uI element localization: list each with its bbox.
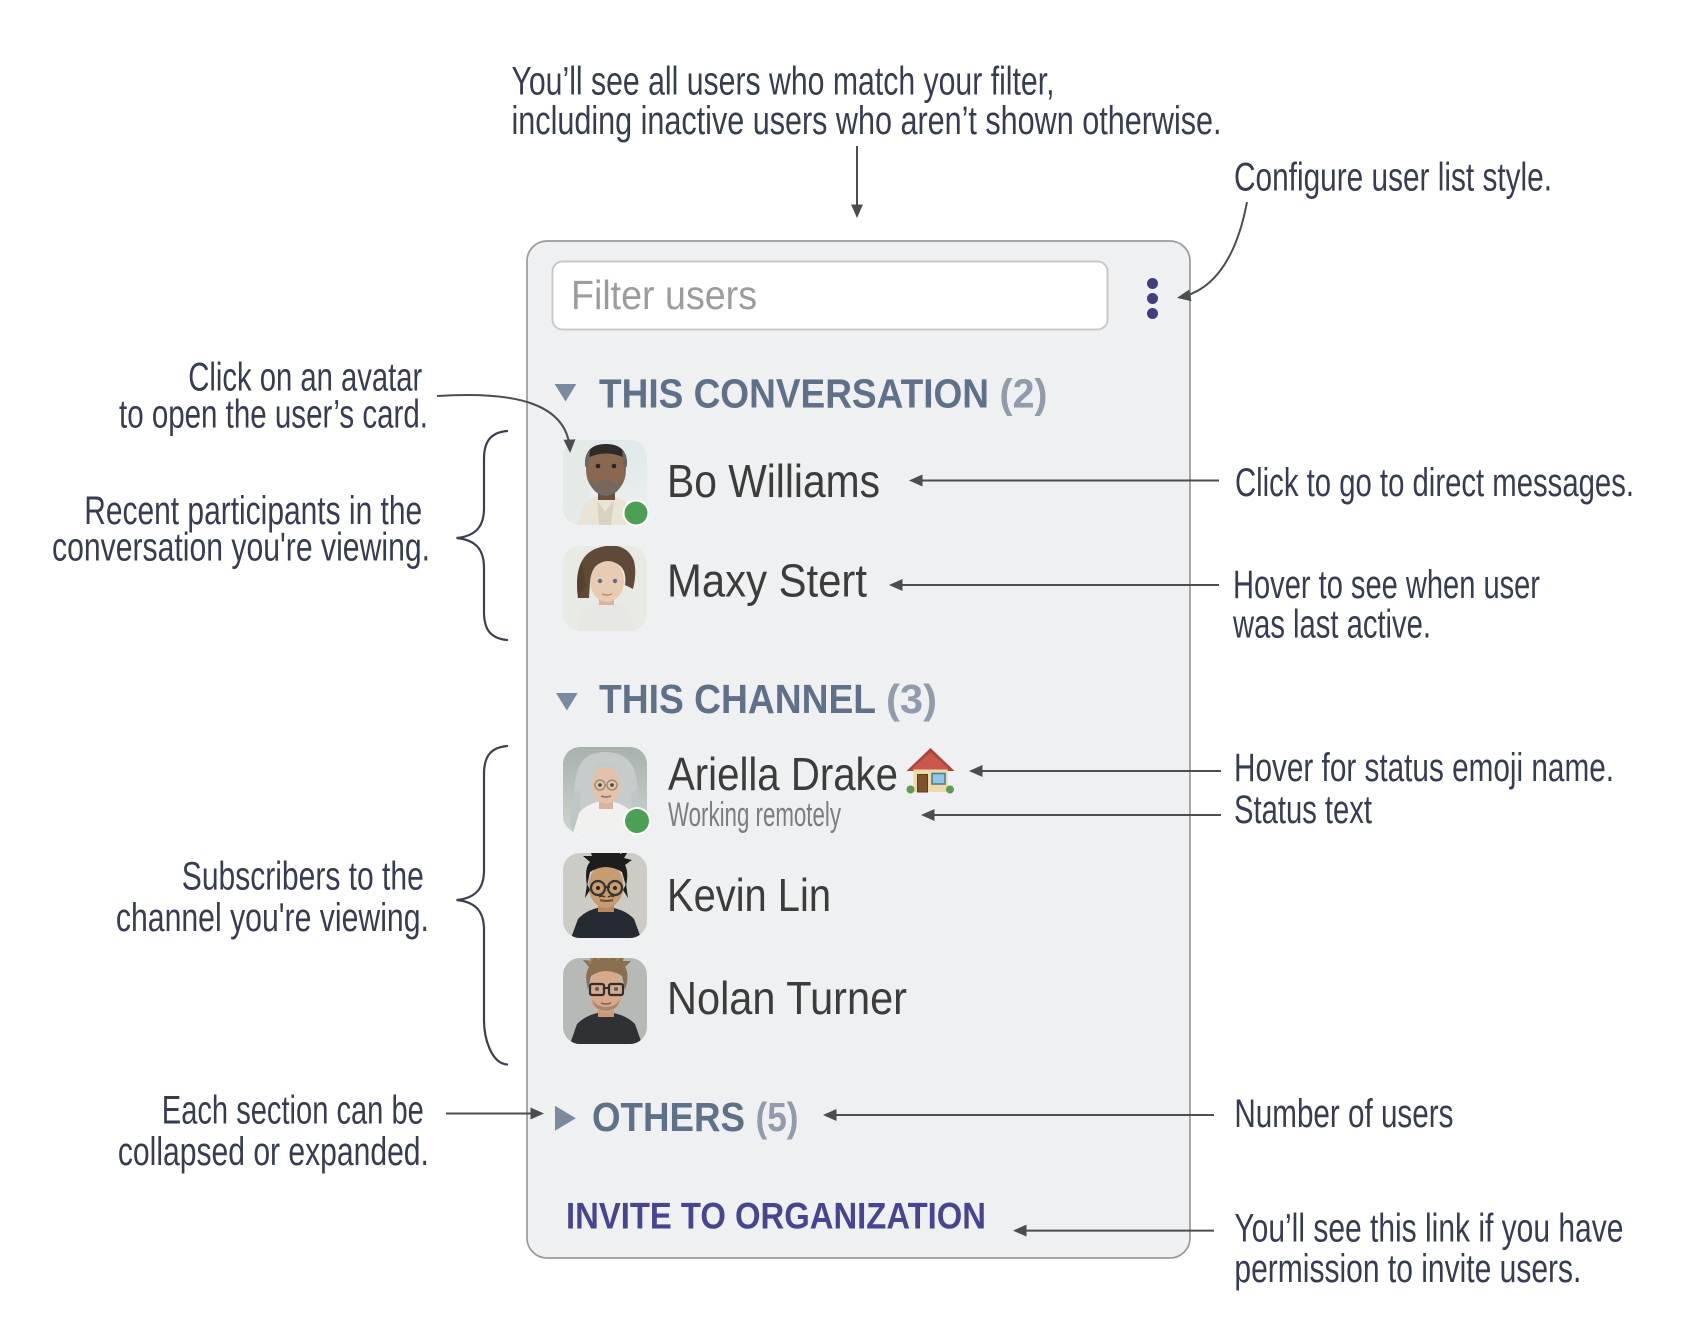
- svg-text:THIS CONVERSATION: THIS CONVERSATION: [599, 371, 989, 417]
- svg-text:OTHERS: OTHERS: [592, 1094, 745, 1140]
- svg-text:Hover to see when user: Hover to see when user: [1233, 563, 1540, 607]
- svg-text:Nolan Turner: Nolan Turner: [667, 972, 907, 1024]
- svg-text:Number of users: Number of users: [1234, 1092, 1453, 1136]
- svg-text:You’ll see all users who match: You’ll see all users who match your filt…: [512, 59, 1055, 103]
- svg-text:Click on an avatar: Click on an avatar: [188, 356, 422, 400]
- svg-text:including inactive users who a: including inactive users who aren’t show…: [512, 99, 1222, 143]
- svg-text:Bo Williams: Bo Williams: [667, 455, 880, 507]
- svg-text:Filter users: Filter users: [571, 272, 757, 318]
- svg-text:(3): (3): [886, 676, 937, 722]
- svg-text:Maxy Stert: Maxy Stert: [667, 555, 867, 607]
- svg-text:THIS CHANNEL: THIS CHANNEL: [599, 676, 876, 722]
- svg-text:collapsed or expanded.: collapsed or expanded.: [118, 1130, 429, 1174]
- svg-text:Subscribers to the: Subscribers to the: [182, 855, 424, 899]
- svg-text:Each section can be: Each section can be: [162, 1088, 424, 1132]
- svg-text:permission to invite users.: permission to invite users.: [1234, 1247, 1581, 1291]
- svg-text:You’ll see this link if you ha: You’ll see this link if you have: [1234, 1207, 1623, 1251]
- svg-text:was last active.: was last active.: [1232, 602, 1431, 646]
- svg-text:Hover for status emoji name.: Hover for status emoji name.: [1234, 746, 1614, 790]
- svg-text:Ariella Drake: Ariella Drake: [668, 748, 898, 800]
- svg-text:(5): (5): [756, 1094, 799, 1140]
- svg-text:Recent participants in the: Recent participants in the: [84, 489, 422, 533]
- svg-text:Click to go to direct messages: Click to go to direct messages.: [1235, 461, 1634, 505]
- svg-text:INVITE TO ORGANIZATION: INVITE TO ORGANIZATION: [566, 1196, 986, 1237]
- svg-text:conversation you're viewing.: conversation you're viewing.: [52, 526, 430, 570]
- svg-text:to open the user’s card.: to open the user’s card.: [119, 393, 428, 437]
- svg-text:(2): (2): [1000, 371, 1048, 417]
- svg-text:Working remotely: Working remotely: [668, 796, 841, 834]
- svg-text:Configure user list style.: Configure user list style.: [1234, 156, 1552, 200]
- svg-text:Kevin Lin: Kevin Lin: [667, 869, 831, 921]
- svg-text:channel you're viewing.: channel you're viewing.: [116, 896, 429, 940]
- svg-text:Status text: Status text: [1234, 788, 1372, 832]
